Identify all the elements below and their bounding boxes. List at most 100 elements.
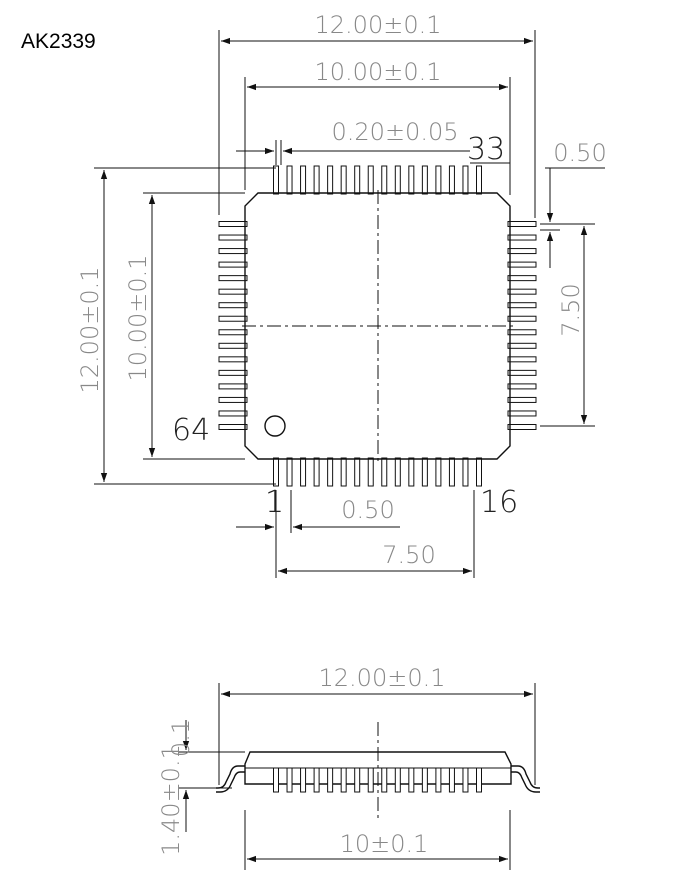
pin-bottom	[354, 457, 361, 487]
pin-right	[507, 221, 537, 227]
pin-right	[507, 342, 537, 349]
pin-right	[507, 234, 537, 241]
pin-top	[327, 165, 334, 195]
pin-left	[218, 383, 248, 390]
dim-side-height: 1.40±0.1	[157, 744, 185, 856]
pin-top	[462, 165, 469, 195]
side-pin	[300, 767, 307, 793]
pin-bottom	[394, 457, 401, 487]
side-lead-left	[216, 765, 245, 793]
side-pin	[273, 767, 279, 793]
pin-bottom	[300, 457, 307, 487]
pin-right	[507, 369, 537, 376]
side-pin	[340, 767, 347, 793]
side-pin	[381, 767, 388, 793]
pin-bottom	[476, 457, 482, 487]
pins-left-column	[218, 221, 248, 430]
pin-left	[218, 329, 248, 336]
pin-top	[286, 165, 293, 195]
pin-left	[218, 261, 248, 268]
pin-number-16: 16	[480, 485, 518, 520]
side-package-body	[244, 751, 512, 785]
pin-left	[218, 315, 248, 322]
dim-side-10: 10±0.1	[340, 830, 429, 858]
pin-left	[218, 288, 248, 295]
pin-top	[273, 165, 279, 195]
pin-top	[367, 165, 374, 195]
pin-right	[507, 248, 537, 255]
pin-top	[421, 165, 428, 195]
dim-side-standoff: 0.1	[167, 719, 195, 757]
pin-left	[218, 342, 248, 349]
dim-lead-width: 0.20±0.05	[332, 118, 459, 146]
pin-top	[476, 165, 482, 195]
dim-10-top: 10.00±0.1	[315, 58, 442, 86]
dim-12-top: 12.00±0.1	[315, 11, 442, 39]
pin-right	[507, 410, 537, 417]
pin-right	[507, 288, 537, 295]
pin-left	[218, 302, 248, 309]
pin1-marker	[264, 415, 286, 437]
side-pin	[327, 767, 334, 793]
side-pin	[408, 767, 415, 793]
pin-left	[218, 275, 248, 282]
dim-pitch-bottom: 0.50	[341, 496, 394, 524]
pin-right	[507, 424, 537, 430]
dim-10-left: 10.00±0.1	[124, 255, 152, 382]
extension-lines	[94, 30, 605, 578]
side-pin	[462, 767, 469, 793]
side-pin	[354, 767, 361, 793]
pin-left	[218, 234, 248, 241]
part-name: AK2339	[21, 30, 96, 53]
side-pin	[286, 767, 293, 793]
pin-top	[448, 165, 455, 195]
side-pin	[394, 767, 401, 793]
pin-bottom	[462, 457, 469, 487]
pins-right-column	[507, 221, 537, 430]
pin-left	[218, 424, 248, 430]
pin-right	[507, 261, 537, 268]
side-extension-lines	[178, 683, 536, 870]
pin-left	[218, 369, 248, 376]
pin-right	[507, 383, 537, 390]
pin-right	[507, 315, 537, 322]
pin-left	[218, 221, 248, 227]
pin-bottom	[435, 457, 442, 487]
pin-bottom	[313, 457, 320, 487]
dim-pitch-right: 0.50	[553, 139, 606, 167]
dim-12-left: 12.00±0.1	[76, 267, 104, 394]
side-view: 12.00±0.1 10±0.1 0.1 1.40±0.1	[157, 664, 540, 870]
pin-number-33: 33	[467, 132, 505, 167]
pin-top	[300, 165, 307, 195]
pin-bottom	[327, 457, 334, 487]
pin-number-1: 1	[265, 485, 284, 520]
pin-top	[340, 165, 347, 195]
side-lead-right	[511, 765, 540, 793]
pin-right	[507, 302, 537, 309]
dim-span-right: 7.50	[557, 283, 585, 336]
pin-top	[354, 165, 361, 195]
side-pin	[367, 767, 374, 793]
pin-bottom	[340, 457, 347, 487]
top-view: 12.00±0.1 10.00±0.1 0.20±0.05 0.50 7.50 …	[76, 11, 607, 578]
package-body	[244, 192, 511, 460]
pin-left	[218, 248, 248, 255]
side-pin	[435, 767, 442, 793]
pin-bottom	[408, 457, 415, 487]
pin-left	[218, 356, 248, 363]
pin-bottom	[273, 457, 279, 487]
pin-bottom	[381, 457, 388, 487]
pin-number-64: 64	[172, 413, 210, 448]
dim-side-12: 12.00±0.1	[319, 664, 446, 692]
side-pin	[476, 767, 482, 793]
dim-span-bottom: 7.50	[382, 541, 435, 569]
pin-bottom	[448, 457, 455, 487]
pins-top-row	[273, 165, 482, 195]
pin-top	[408, 165, 415, 195]
pin-top	[394, 165, 401, 195]
side-pin	[421, 767, 428, 793]
pin-right	[507, 329, 537, 336]
pin-bottom	[367, 457, 374, 487]
